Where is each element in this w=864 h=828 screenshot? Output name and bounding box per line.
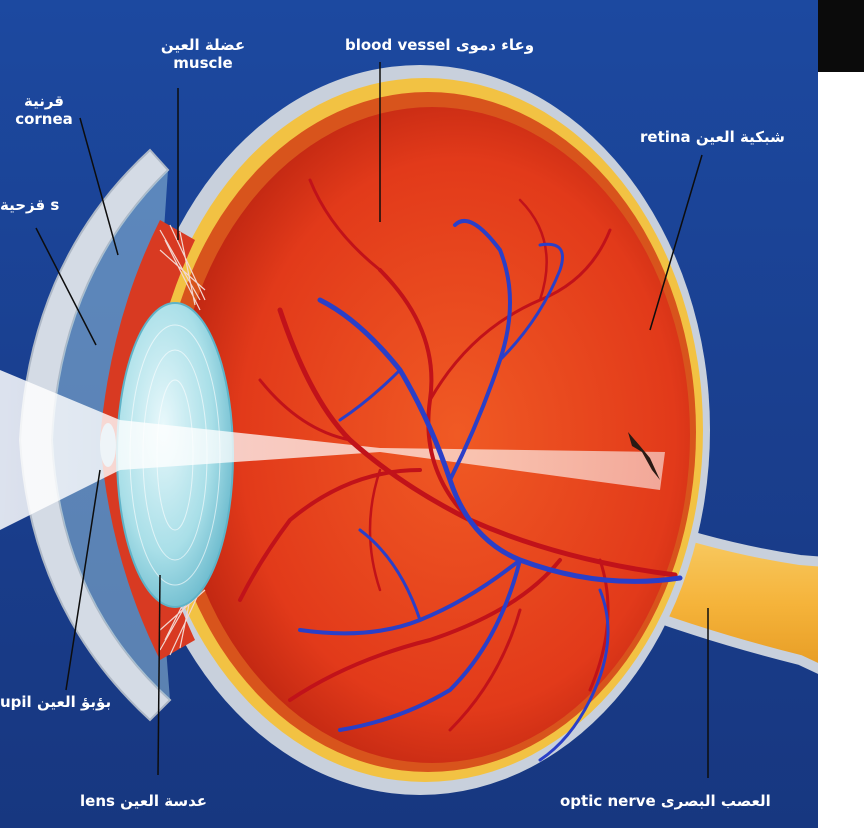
label-iris: قزحية s	[0, 196, 59, 214]
label-pupil: upil بؤبؤ العين	[0, 693, 111, 711]
black-corner	[818, 0, 864, 72]
label-muscle: عضلة العين muscle	[148, 36, 258, 72]
label-lens: lens عدسة العين	[80, 792, 207, 810]
white-side-panel	[818, 72, 864, 828]
label-retina: retina شبكية العين	[640, 128, 785, 146]
label-cornea: قرنية cornea	[4, 92, 84, 128]
label-blood-vessel: blood vessel وعاء دموى	[345, 36, 534, 54]
label-optic-nerve: optic nerve العصب البصرى	[560, 792, 771, 810]
pupil	[100, 423, 116, 467]
